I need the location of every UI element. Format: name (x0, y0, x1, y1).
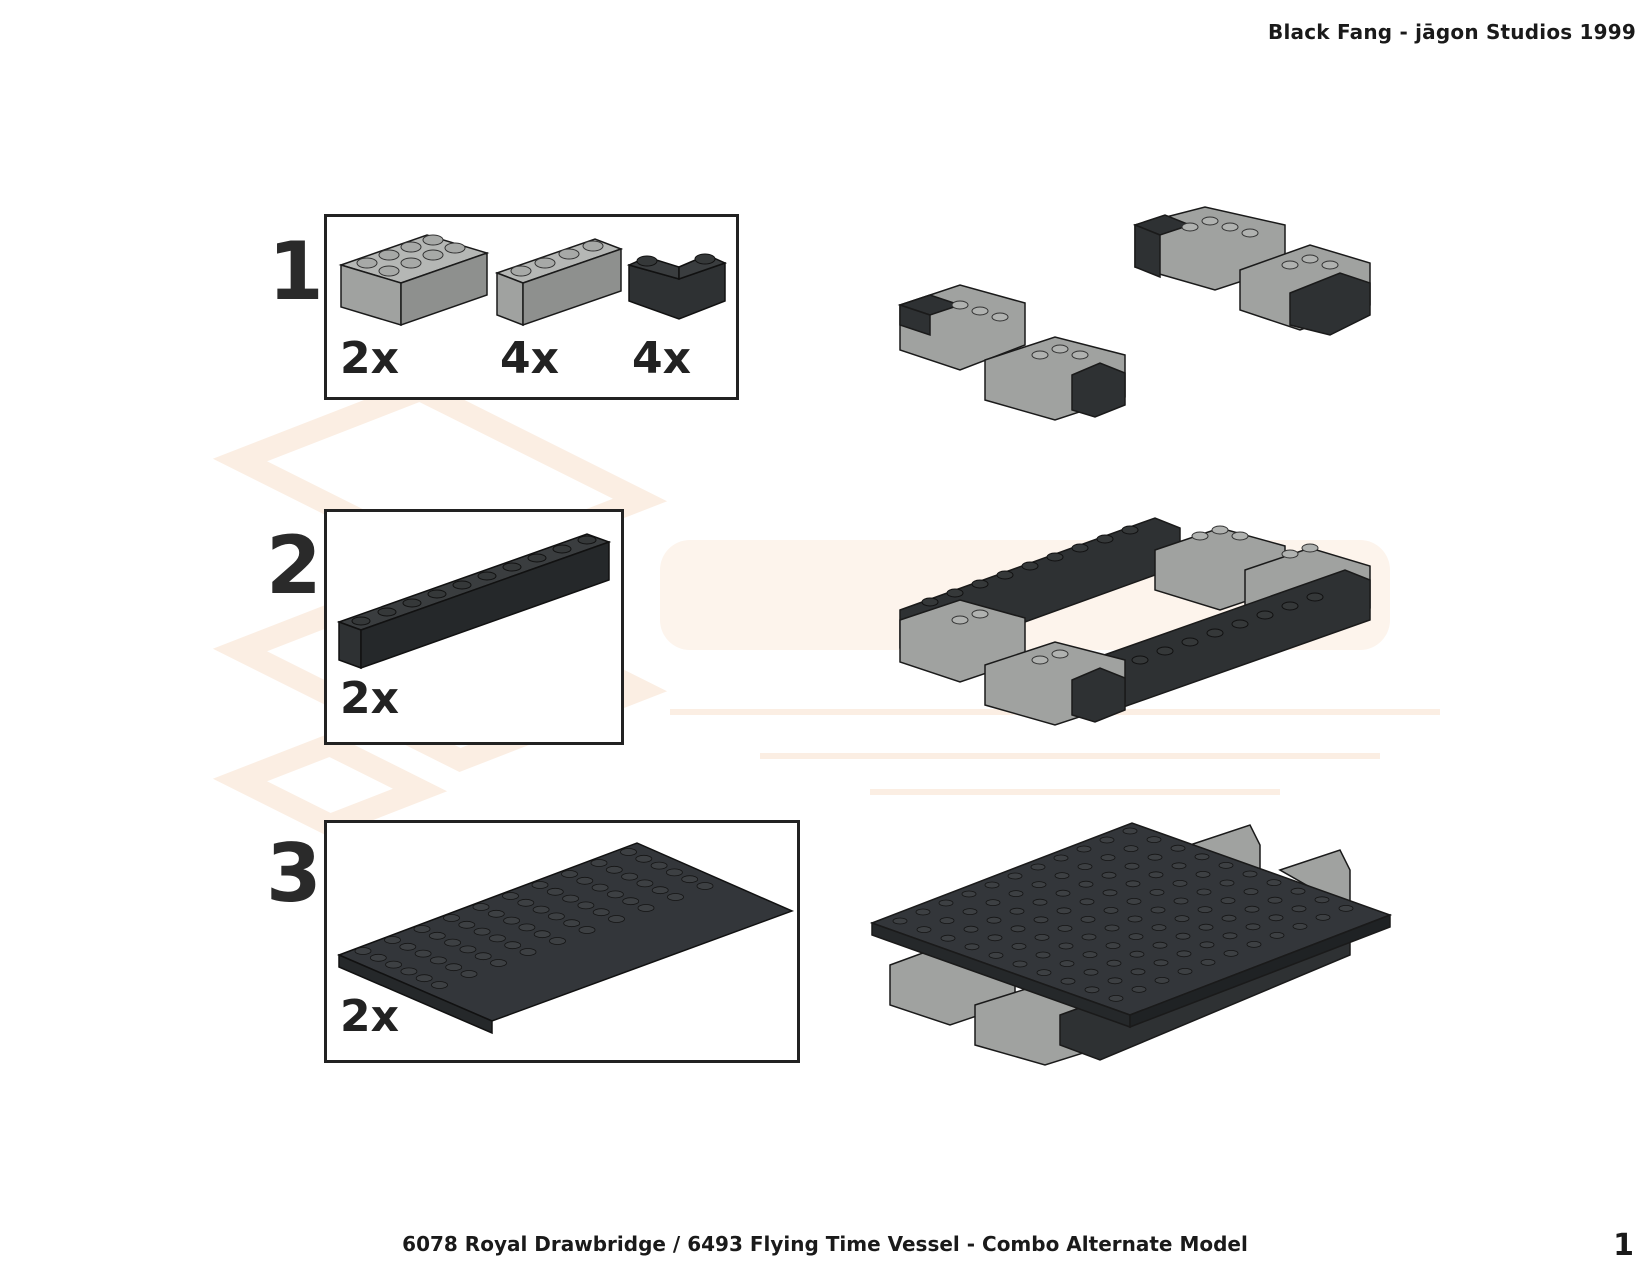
page-number: 1 (1613, 1228, 1634, 1263)
assembly-step-2-icon (899, 517, 1371, 726)
part-brick-1x10-dark-gray-icon (336, 533, 612, 670)
assembly-step-1-icon (897, 206, 1371, 421)
header-title: Black Fang - jāgon Studios 1999 (1268, 20, 1636, 44)
parts-box-step-1: 2x 4x 4x (324, 214, 739, 400)
part-qty: 4x (632, 333, 691, 384)
part-corner-brick-dark-gray-icon (626, 253, 728, 320)
part-qty: 4x (500, 333, 559, 384)
part-brick-1x4-light-gray-icon (494, 238, 624, 327)
part-brick-2x4-light-gray-icon (338, 234, 490, 327)
step-number-2: 2 (266, 519, 322, 612)
part-qty: 2x (340, 333, 399, 384)
part-qty: 2x (340, 991, 399, 1042)
step-number-1: 1 (268, 225, 324, 318)
part-qty: 2x (340, 673, 399, 724)
assembly-step-3-icon (869, 822, 1393, 1066)
footer-title: 6078 Royal Drawbridge / 6493 Flying Time… (402, 1232, 1248, 1256)
parts-box-step-3: 2x (324, 820, 800, 1063)
part-plate-6x10-dark-gray-icon (336, 842, 795, 1035)
step-number-3: 3 (266, 827, 322, 920)
parts-box-step-2: 2x (324, 509, 624, 745)
